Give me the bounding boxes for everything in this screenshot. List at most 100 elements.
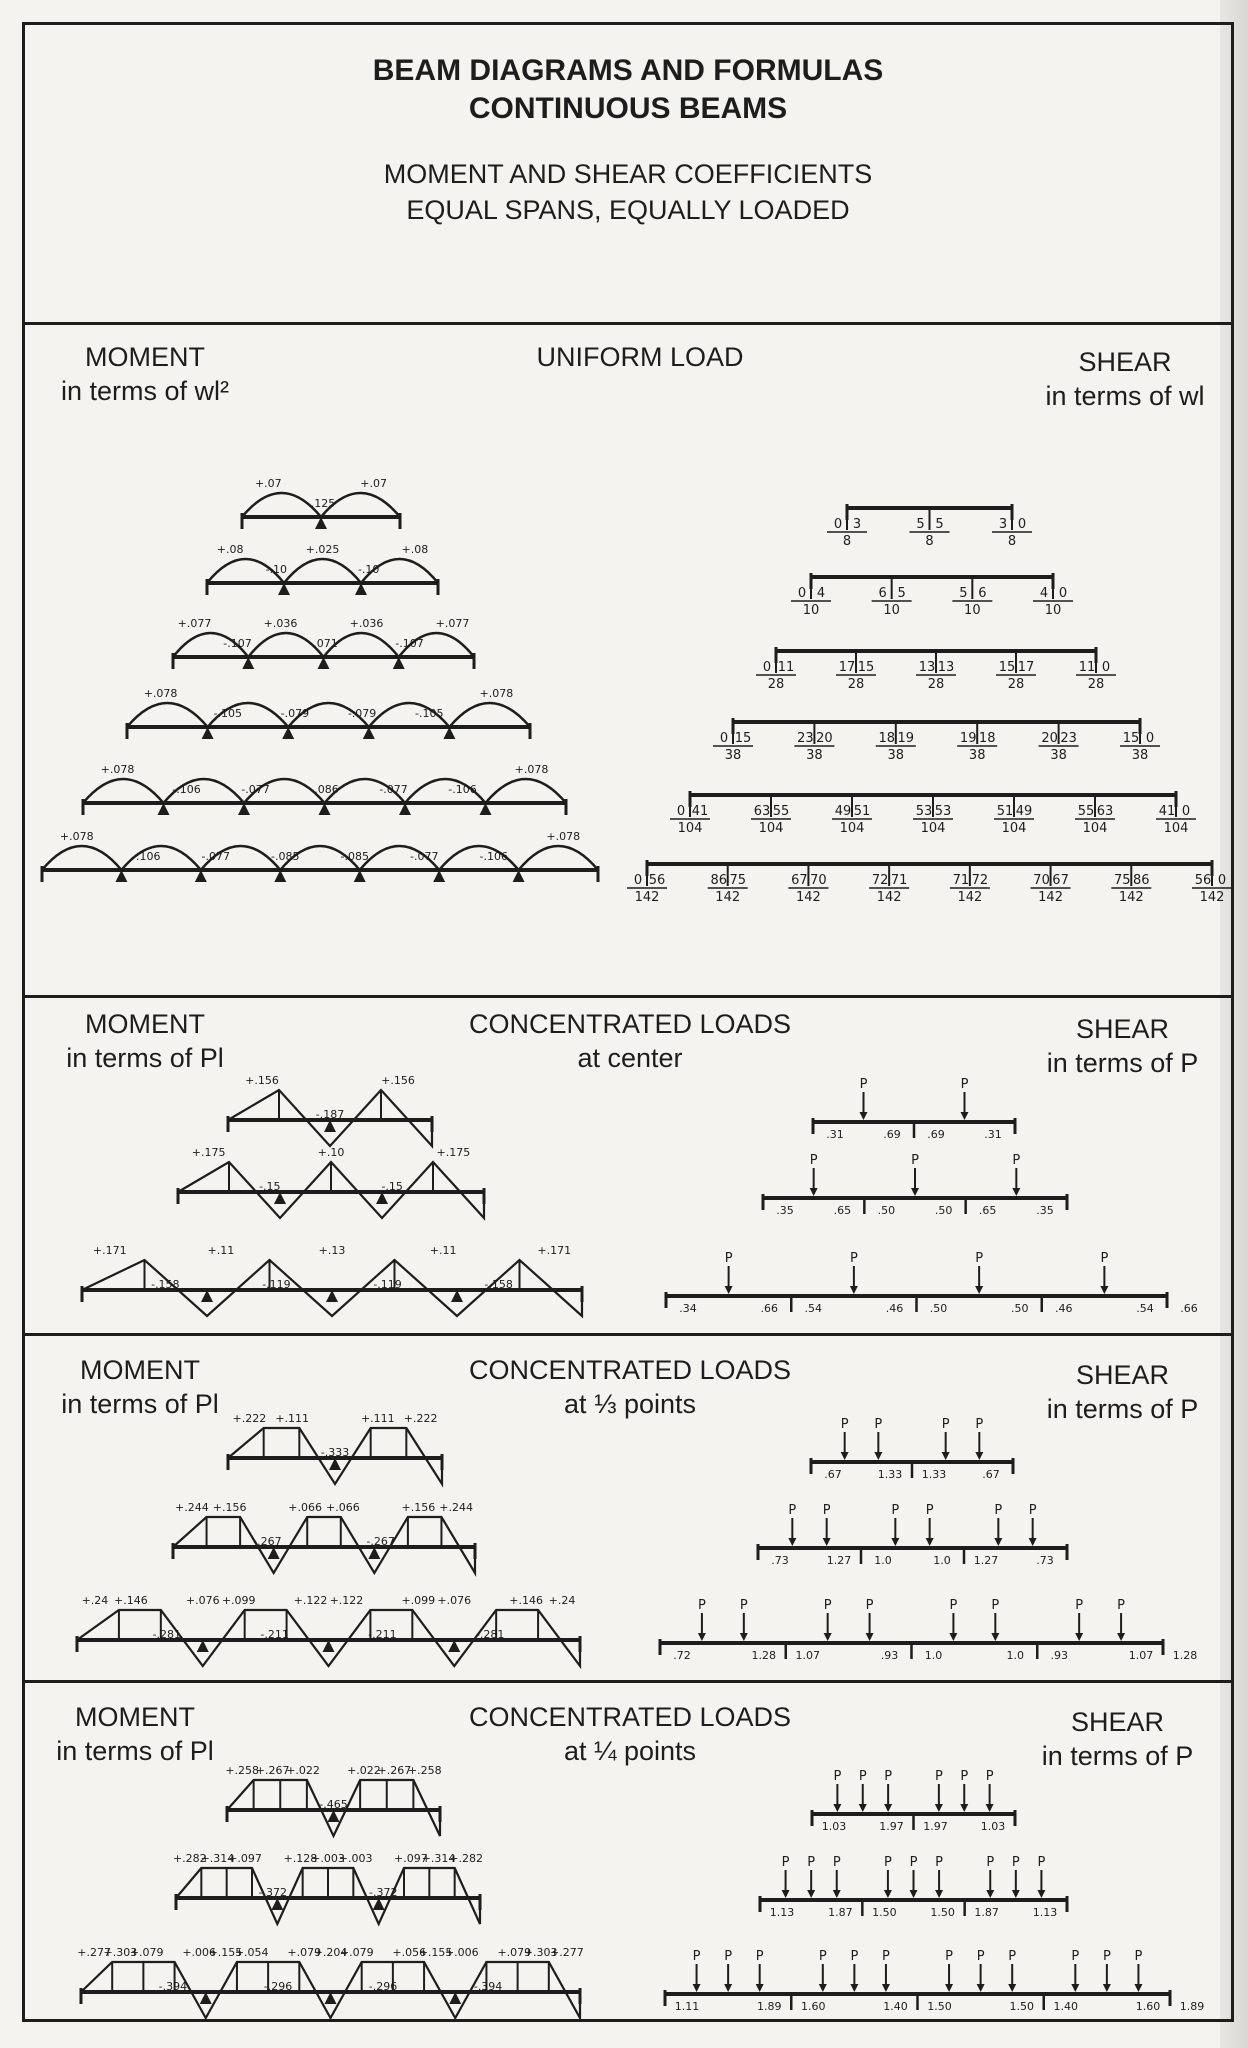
shear-right-num: 3 [853, 517, 861, 532]
shear-denominator: 142 [957, 890, 982, 905]
load-symbol: P [833, 1855, 841, 1870]
moment-units: in terms of Pl [66, 1043, 224, 1073]
shear-denominator: 104 [921, 821, 946, 836]
shear-value: 1.50 [930, 1906, 955, 1919]
shear-label-third: SHEAR in terms of P [1030, 1358, 1215, 1426]
moment-coefficient: -.10 [266, 563, 287, 576]
interior-support [324, 1992, 337, 2004]
load-arrowhead [807, 1890, 816, 1898]
load-symbol: P [1037, 1855, 1045, 1870]
interior-support [355, 583, 367, 595]
moment-coefficient: -.071 [309, 637, 337, 650]
moment-curve [82, 777, 567, 805]
moment-coefficient: +.003 [339, 1852, 373, 1865]
load-arrowhead [692, 1984, 701, 1992]
load-symbol: P [725, 1251, 733, 1266]
shear-denominator: 8 [1008, 534, 1016, 549]
shear-heading: SHEAR [1078, 347, 1172, 377]
shear-value: 1.87 [828, 1906, 853, 1919]
shear-value: .35 [776, 1204, 794, 1217]
shear-units: in terms of P [1046, 1048, 1199, 1078]
moment-coefficient: -.107 [395, 637, 423, 650]
load-arrowhead [985, 1804, 994, 1812]
shear-denominator: 8 [925, 534, 933, 549]
load-arrowhead [945, 1984, 954, 1992]
moment-curve [206, 557, 439, 585]
interior-support [448, 1640, 461, 1652]
load-arrowhead [1100, 1286, 1109, 1294]
load-arrowhead [1075, 1633, 1084, 1641]
moment-coefficient: -.119 [262, 1278, 290, 1291]
load-title: CONCENTRATED LOADS [468, 1355, 792, 1385]
moment-coefficient: +.078 [515, 763, 549, 776]
load-arrowhead [788, 1538, 797, 1546]
shear-value: .69 [883, 1128, 901, 1141]
moment-coefficient: +.066 [288, 1501, 322, 1514]
moment-coefficient: -.079 [348, 707, 376, 720]
load-arrowhead [925, 1538, 934, 1546]
shear-denominator: 28 [928, 677, 945, 692]
moment-coefficient: +.078 [101, 763, 135, 776]
shear-denominator: 38 [1132, 748, 1149, 763]
load-symbol: P [1075, 1598, 1083, 1613]
load-arrowhead [832, 1890, 841, 1898]
shear-value: 1.28 [752, 1649, 777, 1662]
shear-value: 1.07 [796, 1649, 821, 1662]
moment-coefficient: +.079 [340, 1946, 374, 1959]
moment-coefficient: -.211 [368, 1628, 396, 1641]
moment-coefficient: +.156 [213, 1501, 247, 1514]
interior-support [376, 1192, 388, 1204]
moment-coefficient: -.077 [241, 783, 269, 796]
moment-polygon [81, 1258, 584, 1319]
moment-coefficient: -.077 [202, 850, 230, 863]
moment-coefficient: +.054 [235, 1946, 269, 1959]
load-symbol: P [991, 1598, 999, 1613]
shear-value: .35 [1036, 1204, 1054, 1217]
load-arrowhead [724, 1286, 733, 1294]
moment-coefficient: +.078 [480, 687, 514, 700]
shear-denominator: 10 [883, 603, 900, 618]
interior-support [274, 870, 287, 882]
load-symbol: P [833, 1769, 841, 1784]
moment-coefficient: +.036 [264, 617, 298, 630]
shear-left-num: 3 [999, 517, 1007, 532]
moment-coefficient: +.099 [222, 1594, 256, 1607]
shear-left-num: 0 [634, 873, 642, 888]
moment-coefficient: +.175 [437, 1146, 471, 1159]
shear-left-num: 5 [916, 517, 924, 532]
moment-coefficient: +.156 [402, 1501, 436, 1514]
interior-support [199, 1992, 212, 2004]
shear-right-num: 15 [735, 731, 752, 746]
load-title: CONCENTRATED LOADS [468, 1009, 792, 1039]
shear-value: .46 [1055, 1302, 1073, 1315]
load-symbol: P [994, 1503, 1002, 1518]
shear-units: in terms of P [1046, 1394, 1199, 1424]
moment-coefficient: +.003 [311, 1852, 345, 1865]
interior-support [274, 1192, 286, 1204]
load-symbol: P [1135, 1949, 1143, 1964]
load-arrowhead [781, 1890, 790, 1898]
moment-coefficient: +.006 [182, 1946, 216, 1959]
shear-right-num: 55 [773, 804, 790, 819]
load-arrowhead [934, 1804, 943, 1812]
moment-coefficient: +.24 [549, 1594, 576, 1607]
shear-denominator: 28 [1088, 677, 1105, 692]
load-symbol: P [1012, 1153, 1020, 1168]
load-symbol: P [1100, 1251, 1108, 1266]
moment-units: in terms of wl² [60, 376, 230, 406]
title: BEAM DIAGRAMS AND FORMULAS CONTINUOUS BE… [22, 52, 1234, 128]
shear-value: .34 [679, 1302, 697, 1315]
interior-support [327, 1810, 340, 1822]
moment-coefficient: +.077 [436, 617, 470, 630]
moment-coefficient: -.394 [159, 1980, 187, 1993]
shear-value: .93 [881, 1649, 899, 1662]
load-symbol: P [850, 1949, 858, 1964]
load-symbol: P [975, 1417, 983, 1432]
moment-coefficient: +.077 [178, 617, 212, 630]
load-symbol: P [1103, 1949, 1111, 1964]
moment-coefficient: -.085 [341, 850, 369, 863]
shear-left-num: 5 [959, 586, 967, 601]
shear-right-num: 6 [978, 586, 986, 601]
shear-value: .54 [1136, 1302, 1154, 1315]
load-arrowhead [850, 1984, 859, 1992]
